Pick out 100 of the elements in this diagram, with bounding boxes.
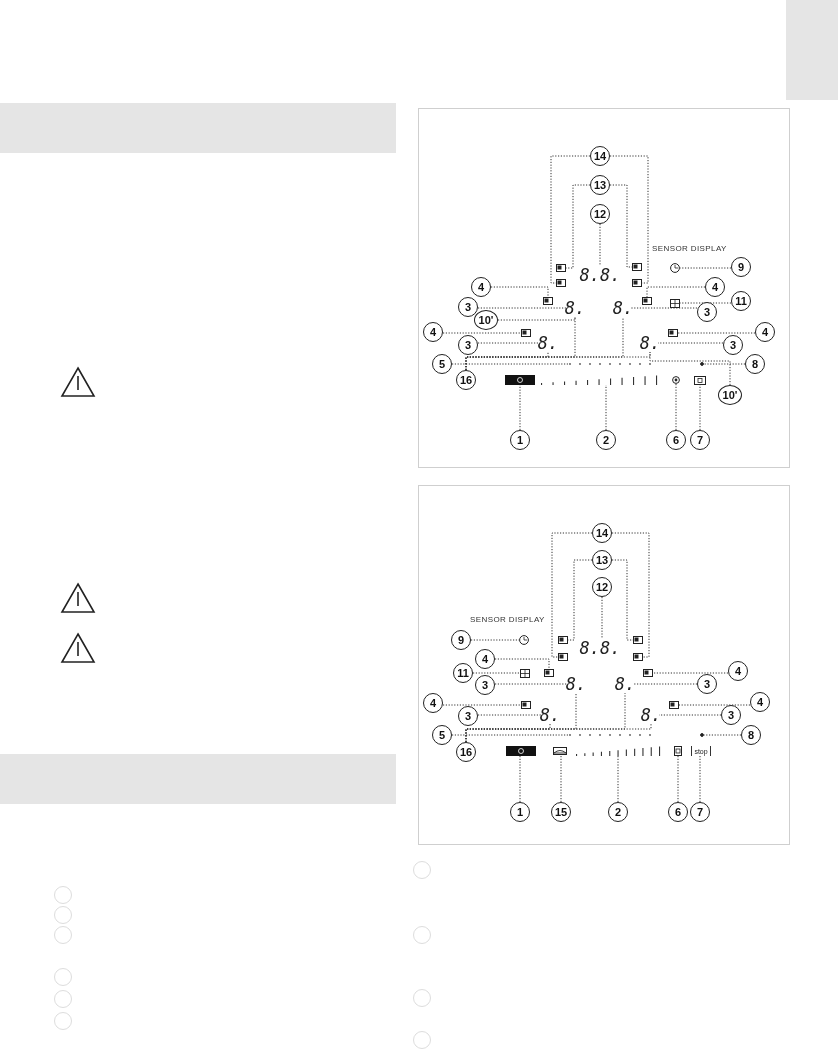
square-icon [642, 297, 652, 305]
indicator-dot [700, 362, 704, 366]
grid-icon [670, 298, 680, 308]
leader-line [632, 683, 698, 685]
leader-line [599, 223, 601, 267]
callout-number: 3 [697, 674, 717, 694]
square-icon [556, 279, 566, 287]
callout-number: 7 [690, 430, 710, 450]
leader-line [678, 704, 751, 706]
leader-line [611, 532, 650, 658]
callout-number: 16 [456, 370, 476, 390]
leader-line [465, 723, 652, 743]
square-icon [669, 701, 679, 709]
callout-number: 3 [475, 675, 495, 695]
leader-line [442, 704, 522, 706]
digit-display: 8. [643, 706, 659, 724]
callout-number: 4 [728, 661, 748, 681]
callout-number: 13 [590, 175, 610, 195]
clock-icon [670, 263, 680, 273]
bracket-icon [694, 375, 706, 385]
leader-line [477, 714, 543, 716]
leader-line [477, 342, 541, 344]
leader-line [470, 639, 520, 641]
callout-number: 3 [458, 335, 478, 355]
grid-icon [520, 668, 530, 678]
square-icon [521, 329, 531, 337]
leader-line [477, 307, 568, 309]
square-icon [632, 279, 642, 287]
square-icon [558, 653, 568, 661]
leader-line [494, 683, 569, 685]
square-icon [521, 701, 531, 709]
leader-line [497, 316, 576, 321]
square-icon [543, 297, 553, 305]
leader-line [649, 351, 731, 386]
leader-line [699, 755, 701, 803]
digit-display: 8. [540, 334, 556, 352]
leader-line [703, 363, 746, 365]
indicator-dot [700, 733, 704, 737]
slider-scale [575, 746, 661, 756]
leader-line [617, 755, 619, 803]
callout-number: 3 [458, 706, 478, 726]
callout-number: 5 [432, 725, 452, 745]
power-key [505, 375, 535, 385]
digit-display: 8. [617, 675, 633, 693]
callout-number: 9 [451, 630, 471, 650]
digit-display: 8. [567, 299, 583, 317]
callout-number: 12 [590, 204, 610, 224]
leader-line [550, 155, 591, 284]
leader-line [465, 351, 651, 371]
callout-number: 15 [551, 802, 571, 822]
callout-number: 2 [596, 430, 616, 450]
leader-line [567, 559, 593, 641]
leader-line [652, 672, 729, 674]
leader-line [646, 286, 706, 298]
slider-scale [540, 375, 658, 385]
leader-line [657, 342, 724, 344]
square-icon [632, 263, 642, 271]
square-icon [544, 669, 554, 677]
clock-icon [519, 635, 529, 645]
leader-line [519, 755, 521, 803]
callout-number: 6 [666, 430, 686, 450]
callout-number: 14 [592, 523, 612, 543]
callout-number: 4 [423, 322, 443, 342]
callout-number: 7 [690, 802, 710, 822]
display-caption: SENSOR DISPLAY [652, 245, 727, 253]
callout-number: 9 [731, 257, 751, 277]
power-key [506, 746, 536, 756]
callout-number: 14 [590, 146, 610, 166]
callout-number: 2 [608, 802, 628, 822]
callout-number: 11 [731, 291, 751, 311]
callout-number: 12 [592, 577, 612, 597]
square-icon [633, 653, 643, 661]
leader-line [630, 307, 698, 309]
callout-number: 4 [471, 277, 491, 297]
digit-display: 8. [642, 334, 658, 352]
square-icon [643, 669, 653, 677]
leader-line [551, 532, 593, 658]
callout-number: 10' [718, 385, 742, 405]
leader-line [679, 302, 732, 304]
callout-number: 3 [721, 705, 741, 725]
leader-line [679, 267, 732, 269]
callout-number: 3 [697, 302, 717, 322]
callout-number: 5 [432, 354, 452, 374]
callout-number: 4 [750, 692, 770, 712]
leader-line [490, 286, 549, 298]
leader-line [494, 658, 550, 670]
leader-line [560, 754, 562, 803]
callout-number: 10' [474, 310, 498, 330]
leader-line [699, 384, 701, 431]
callout-number: 4 [705, 277, 725, 297]
leader-line [601, 596, 603, 640]
callout-number: 3 [458, 297, 478, 317]
indicator-dot [672, 376, 680, 384]
callout-number: 4 [755, 322, 775, 342]
callout-number: 8 [741, 725, 761, 745]
leader-line [675, 383, 677, 431]
callout-number: 13 [592, 550, 612, 570]
leader-line [565, 184, 591, 269]
callout-number: 16 [456, 742, 476, 762]
callout-number: 6 [668, 802, 688, 822]
